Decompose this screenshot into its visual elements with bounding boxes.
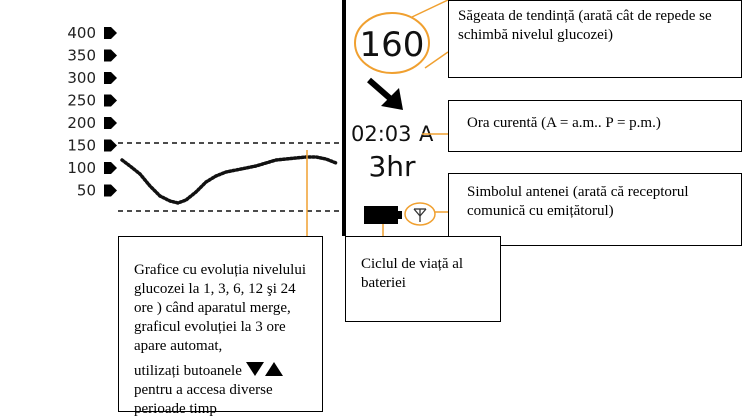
arrow-down-right-icon [367, 77, 403, 110]
callout-graphs-buttons-line: utilizați butoanele pentru a accesa dive… [134, 362, 314, 419]
callout-graphs-text: Grafice cu evoluția nivelului glucozei l… [134, 262, 307, 354]
graph-range: 3hr [368, 150, 416, 183]
y-tick-marker [104, 184, 117, 197]
y-tick-label: 350 [67, 47, 96, 65]
callout-trend-arrow-text: Săgeata de tendință (arată cât de repede… [458, 8, 712, 43]
callout-trend-arrow: Săgeata de tendință (arată cât de repede… [448, 0, 742, 78]
triangle-down-icon [245, 362, 264, 376]
y-tick-marker [104, 49, 117, 62]
antenna-icon [413, 208, 427, 222]
y-tick-label: 300 [67, 69, 96, 87]
glucose-highlight-circle [354, 12, 430, 74]
y-tick-marker [104, 139, 117, 152]
y-tick-label: 150 [67, 137, 96, 155]
glucose-value: 160 [360, 25, 425, 65]
y-tick-marker [104, 94, 117, 107]
y-tick-label: 50 [77, 182, 96, 200]
callout-battery: Ciclul de viață al bateriei [345, 236, 501, 322]
callout-graphs-text-before: utilizați butoanele [134, 363, 242, 379]
y-tick-marker [104, 27, 117, 39]
callout-antenna: Simbolul antenei (arată că receptorul co… [448, 173, 742, 246]
callout-graphs: Grafice cu evoluția nivelului glucozei l… [118, 236, 323, 417]
callout-battery-text: Ciclul de viață al bateriei [361, 256, 464, 291]
y-tick-marker [104, 72, 117, 84]
callout-leader-trend-bottom [424, 51, 449, 69]
battery-icon [364, 206, 398, 224]
y-tick-label: 100 [67, 159, 96, 177]
glucose-trace [120, 155, 338, 205]
y-tick-marker [104, 162, 117, 174]
y-tick-label: 400 [67, 24, 96, 42]
callout-leader-trend-top [411, 0, 449, 18]
antenna-highlight-circle [404, 202, 436, 226]
callout-antenna-text: Simbolul antenei (arată că receptorul co… [467, 184, 689, 219]
y-axis-ticks: 400 350 300 250 200 150 100 50 [67, 24, 117, 200]
y-tick-marker [104, 117, 117, 129]
battery-terminal [398, 211, 402, 219]
callout-current-time: Ora curentă (A = a.m.. P = p.m.) [448, 100, 742, 152]
callout-current-time-text: Ora curentă (A = a.m.. P = p.m.) [467, 115, 661, 131]
triangle-up-icon [264, 362, 283, 376]
y-tick-label: 250 [67, 92, 96, 110]
time-value: 02:03 [351, 122, 412, 146]
y-tick-label: 200 [67, 114, 96, 132]
